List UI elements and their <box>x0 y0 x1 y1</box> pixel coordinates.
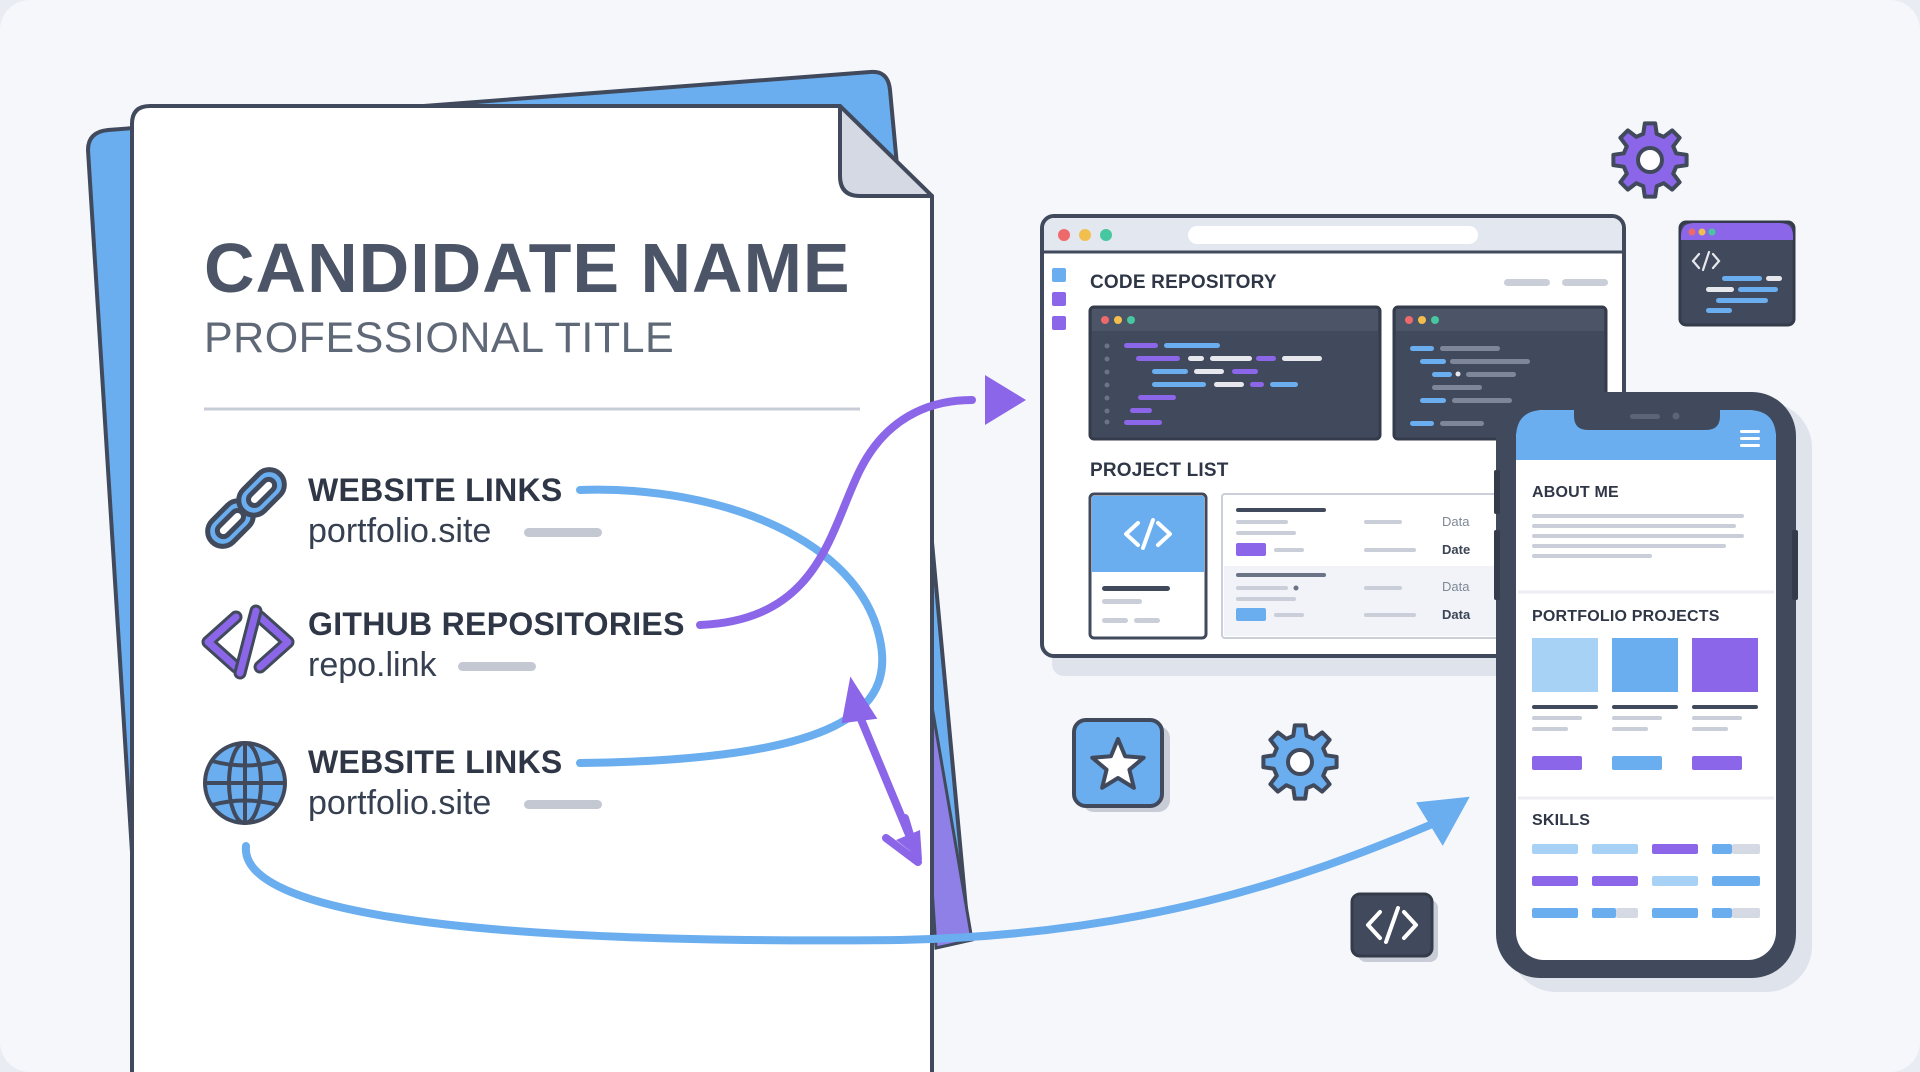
website-links-value-2[interactable]: portfolio.site <box>308 784 492 822</box>
github-repositories-value[interactable]: repo.link <box>308 646 437 684</box>
connector-purple-to-browser <box>696 396 976 629</box>
connector-blue-loop <box>576 485 887 767</box>
project-card <box>1088 492 1208 640</box>
code-tag-badge <box>1350 892 1438 962</box>
resume-placeholder-bars <box>458 528 602 809</box>
link-icon <box>205 467 287 549</box>
portfolio-projects-heading: PORTFOLIO PROJECTS <box>1532 608 1720 625</box>
about-me-heading: ABOUT ME <box>1532 484 1619 501</box>
website-links-label-2: WEBSITE LINKS <box>308 744 563 780</box>
candidate-name: CANDIDATE NAME <box>204 229 851 307</box>
code-repository-heading: CODE REPOSITORY <box>1090 272 1277 293</box>
globe-icon <box>203 741 287 825</box>
star-badge <box>1072 718 1170 812</box>
table-cell: Data <box>1442 579 1470 594</box>
mini-code-window <box>1678 220 1796 327</box>
code-brackets-icon <box>201 604 295 680</box>
website-links-label: WEBSITE LINKS <box>308 472 563 508</box>
project-list-heading: PROJECT LIST <box>1090 460 1229 481</box>
github-repositories-label: GITHUB REPOSITORIES <box>308 606 685 642</box>
connector-arrows <box>241 375 1470 945</box>
skills-heading: SKILLS <box>1532 812 1591 829</box>
website-links-value[interactable]: portfolio.site <box>308 512 492 550</box>
phone-mockup <box>1494 392 1812 992</box>
resume-paper <box>130 104 934 1072</box>
gear-icon-large <box>1611 121 1689 199</box>
professional-title: PROFESSIONAL TITLE <box>204 314 675 362</box>
connector-blue-to-phone <box>241 821 1434 945</box>
table-cell: Data <box>1442 514 1470 529</box>
code-editor-panel <box>1088 305 1382 441</box>
table-cell: Data <box>1442 607 1471 622</box>
gear-icon-small <box>1261 723 1339 801</box>
table-cell: Date <box>1442 542 1471 557</box>
star-icon <box>1090 737 1146 790</box>
